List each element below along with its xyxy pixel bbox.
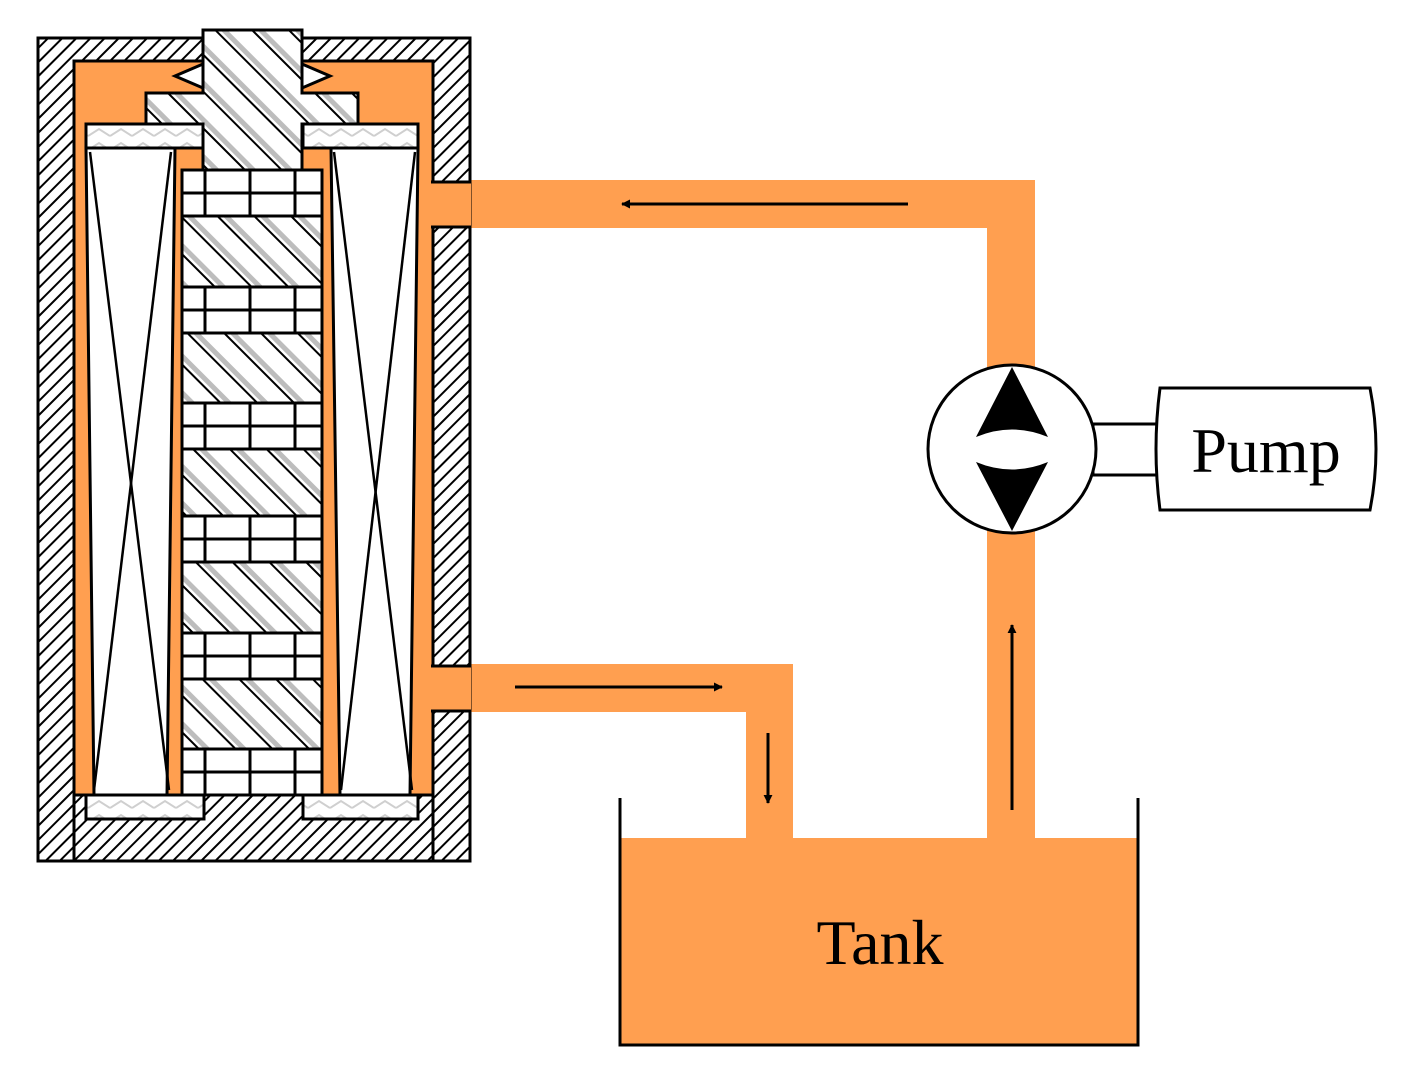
- pump-body: [926, 363, 1098, 535]
- pump-label: Pump: [1191, 415, 1340, 486]
- bottom-plate-right: [301, 793, 420, 821]
- top-plate-right: [301, 122, 420, 150]
- piston-plug: [144, 28, 360, 172]
- marker-left-icon: [171, 61, 205, 91]
- cylinder-assembly: [36, 28, 472, 863]
- housing-port-bottom: [431, 666, 471, 711]
- housing-port-top: [431, 182, 471, 227]
- coil-right: [329, 146, 420, 797]
- marker-right-icon: [300, 61, 334, 91]
- flow-arrows: [515, 199, 1017, 810]
- pipes: [420, 180, 1035, 842]
- hatched-segments: [180, 214, 324, 751]
- pump-icon: Pump: [926, 363, 1378, 535]
- pump-shaft: [1091, 422, 1161, 477]
- tank: Tank: [618, 798, 1140, 1047]
- pump-triangle-up: [976, 367, 1048, 437]
- bottom-plate-left: [84, 793, 206, 821]
- top-plate-left: [84, 122, 206, 150]
- grid-blocks: [180, 168, 324, 797]
- core-stack: [180, 168, 324, 797]
- tank-fluid: [620, 838, 1138, 1045]
- pump-motor-box: [1154, 386, 1378, 512]
- tank-label: Tank: [816, 907, 943, 978]
- pump-triangle-down: [976, 462, 1048, 531]
- coil-left: [84, 146, 177, 797]
- tank-wall: [618, 798, 1140, 1047]
